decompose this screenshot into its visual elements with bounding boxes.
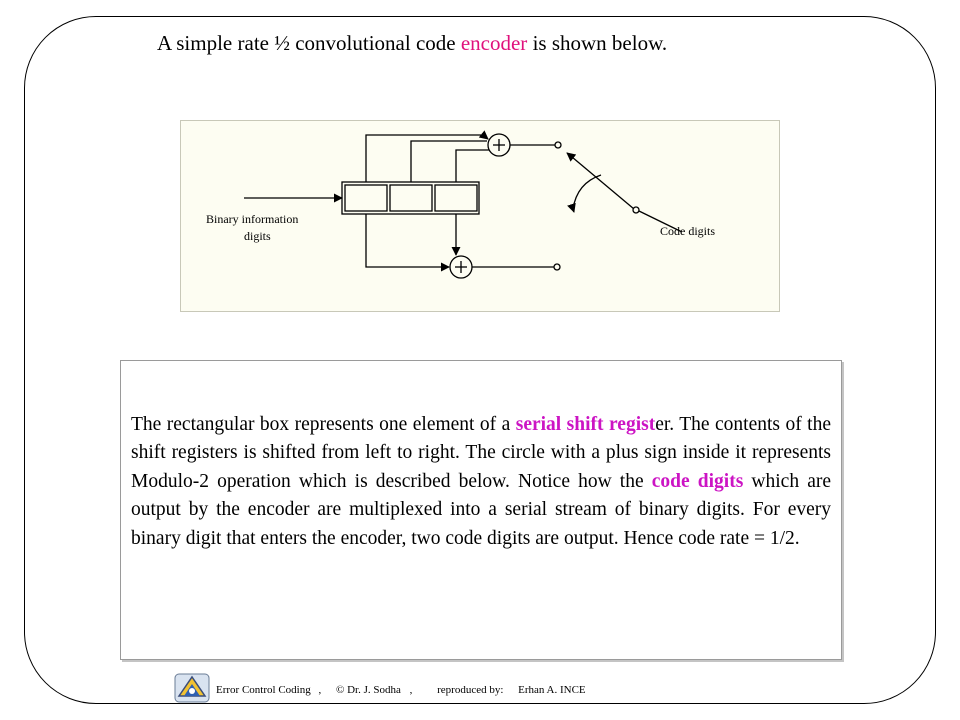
title-highlight: encoder <box>460 31 528 55</box>
slide-frame <box>24 16 936 704</box>
switch-pivot <box>632 206 640 214</box>
footer-course: Error Control Coding <box>216 684 311 696</box>
register-cell-3 <box>434 184 478 212</box>
title-text-before: A simple rate ½ convolutional code <box>157 31 461 55</box>
footer-reproducer: Erhan A. INCE <box>518 684 586 696</box>
description-paragraph: The rectangular box represents one eleme… <box>131 411 831 553</box>
top-tap-1 <box>365 134 486 182</box>
title-text-after: is shown below. <box>527 31 668 55</box>
footer-separator-2: , <box>409 684 413 696</box>
slide-title: A simple rate ½ convolutional code encod… <box>157 31 667 56</box>
register-cell-1 <box>344 184 388 212</box>
shift-register <box>341 181 480 215</box>
register-cell-2 <box>389 184 433 212</box>
output-line <box>638 210 683 233</box>
highlight-code-digits: code digits <box>651 470 744 492</box>
input-label-line1: Binary information <box>206 212 298 226</box>
top-tap-2 <box>410 140 487 182</box>
description-text-4: which are output by the encoder are mult… <box>131 470 831 549</box>
output-label: Code digits <box>660 224 715 238</box>
top-tap-1-arrow <box>478 130 489 140</box>
top-output-terminal <box>554 141 562 149</box>
highlight-register: regist <box>608 414 656 435</box>
switch-arc <box>572 174 602 210</box>
switch-arm <box>571 156 635 210</box>
highlight-serial-shift: serial shift <box>515 414 604 435</box>
bottom-tap-1 <box>365 214 450 272</box>
bottom-output-terminal <box>553 263 561 271</box>
university-logo-icon <box>174 673 210 703</box>
description-text-1: The rectangular box represents one eleme… <box>131 414 516 435</box>
switch-top-arrow <box>566 152 577 162</box>
footer-author: © Dr. J. Sodha <box>335 684 401 696</box>
encoder-diagram-svg: Binary information digits Code digits <box>206 130 715 279</box>
input-label-line2: digits <box>244 229 271 243</box>
description-text-3: er. The contents of the shift registers … <box>131 414 831 492</box>
encoder-diagram: Binary information digits Code digits <box>180 120 780 312</box>
footer-reproduced-label: reproduced by: <box>437 684 504 696</box>
switch-bottom-arrow <box>567 202 576 213</box>
description-box: The rectangular box represents one eleme… <box>120 360 842 660</box>
footer-credits: Error Control Coding , © Dr. J. Sodha , … <box>216 684 586 696</box>
footer-separator-1: , <box>318 684 322 696</box>
